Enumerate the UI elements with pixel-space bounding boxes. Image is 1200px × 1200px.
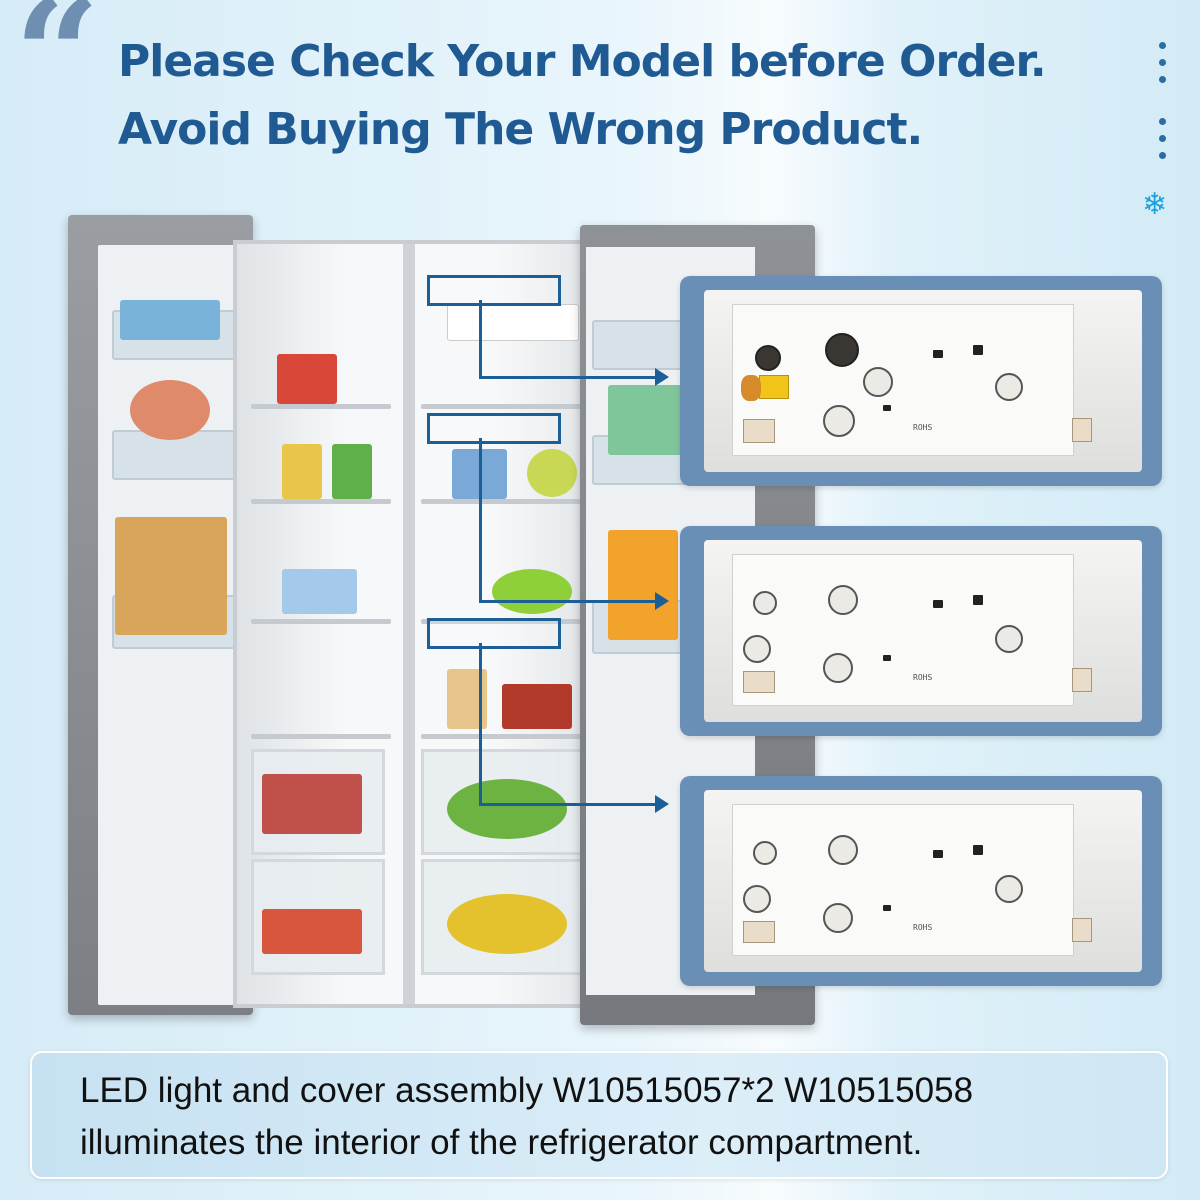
headline-line-1: Please Check Your Model before Order.	[118, 36, 1047, 87]
capacitor-block	[759, 375, 789, 399]
led-board-panel-3: ROHS	[680, 776, 1162, 986]
meat	[130, 380, 210, 440]
vertical-dots-icon	[1154, 118, 1170, 169]
light-housing	[447, 304, 579, 341]
compartment-divider	[403, 244, 415, 1004]
peas-jar	[332, 444, 372, 499]
capacitor	[823, 405, 855, 437]
capacitor	[753, 841, 777, 865]
fruits	[447, 894, 567, 954]
inductor	[825, 333, 859, 367]
shelf	[421, 499, 591, 504]
chip	[973, 595, 983, 605]
snowflake-icon: ❄	[1142, 187, 1168, 222]
chip	[933, 600, 943, 608]
fridge-cabinet	[233, 240, 611, 1008]
wire-connector	[743, 419, 775, 443]
container	[282, 569, 357, 614]
varistor	[741, 375, 761, 401]
chip	[883, 655, 891, 661]
arrow-head-icon	[655, 368, 669, 386]
green-bottles	[608, 385, 688, 455]
caption-line-1: LED light and cover assembly W10515057*2…	[80, 1071, 974, 1110]
headline-line-2: Avoid Buying The Wrong Product.	[118, 104, 923, 155]
led-board-panel-2: ROHS	[680, 526, 1162, 736]
rohs-marking: ROHS	[913, 423, 933, 432]
wire-connector	[743, 921, 775, 943]
led-location-marker-3	[427, 618, 561, 649]
capacitor	[743, 635, 771, 663]
shelf	[251, 619, 391, 624]
caption-box: LED light and cover assembly W10515057*2…	[30, 1051, 1168, 1179]
chip	[933, 850, 943, 858]
crab	[262, 909, 362, 954]
ribs	[262, 774, 362, 834]
arrow-head-icon	[655, 795, 669, 813]
rohs-marking: ROHS	[913, 923, 933, 932]
shelf	[251, 499, 391, 504]
melon	[527, 449, 577, 497]
sauce-jars	[502, 684, 572, 729]
capacitor	[828, 585, 858, 615]
chip	[933, 350, 943, 358]
led-board: ROHS	[732, 554, 1074, 706]
led-location-marker-2	[427, 413, 561, 444]
chip	[973, 345, 983, 355]
connector-line-3	[479, 643, 658, 806]
led-cover: ROHS	[704, 790, 1142, 972]
capacitor	[863, 367, 893, 397]
caption-line-2: illuminates the interior of the refriger…	[80, 1123, 923, 1162]
led-cover: ROHS	[704, 540, 1142, 722]
led-board: ROHS	[732, 304, 1074, 456]
connector-line-1	[479, 300, 658, 379]
wire-connector	[1072, 418, 1092, 442]
capacitor	[995, 625, 1023, 653]
wire-connector	[1072, 918, 1092, 942]
rohs-marking: ROHS	[913, 673, 933, 682]
green-pot	[492, 569, 572, 614]
capacitor	[828, 835, 858, 865]
waffles-box	[277, 354, 337, 404]
shelf	[421, 619, 591, 624]
capacitor	[743, 885, 771, 913]
capacitor	[995, 373, 1023, 401]
pizza-box	[115, 517, 227, 635]
arrow-head-icon	[655, 592, 669, 610]
led-location-marker-1	[427, 275, 561, 306]
shelf	[421, 404, 591, 409]
butter-pack	[120, 300, 220, 340]
led-board: ROHS	[732, 804, 1074, 956]
capacitor	[753, 591, 777, 615]
headline: Please Check Your Model before Order. Av…	[118, 28, 1138, 164]
vegetables	[447, 779, 567, 839]
caption-text: LED light and cover assembly W10515057*2…	[80, 1065, 1140, 1169]
led-cover: ROHS	[704, 290, 1142, 472]
quote-icon: “	[14, 0, 101, 143]
wire-connector	[743, 671, 775, 693]
capacitor	[995, 875, 1023, 903]
led-board-panel-1: ROHS	[680, 276, 1162, 486]
vertical-dots-icon	[1154, 42, 1170, 93]
inductor	[755, 345, 781, 371]
chip	[883, 405, 891, 411]
capacitor	[823, 903, 853, 933]
connector-line-2	[479, 438, 658, 603]
shelf	[251, 734, 391, 739]
juice-bottles	[608, 530, 678, 640]
capacitor	[823, 653, 853, 683]
wire-connector	[1072, 668, 1092, 692]
shelf	[251, 404, 391, 409]
corn-jar	[282, 444, 322, 499]
chip	[973, 845, 983, 855]
chip	[883, 905, 891, 911]
shelf	[421, 734, 591, 739]
